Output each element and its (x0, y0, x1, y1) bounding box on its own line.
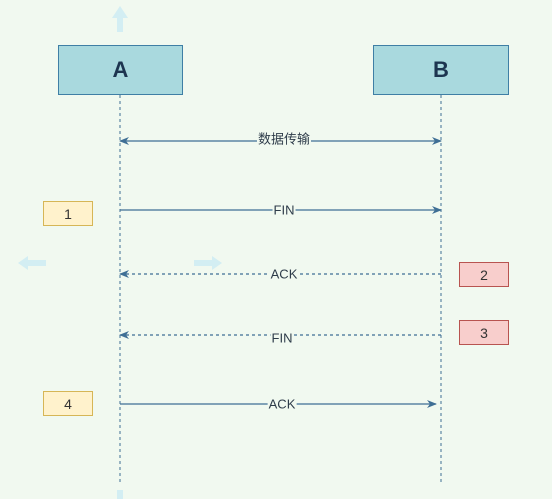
message-label-fin-2: FIN (270, 330, 294, 346)
message-label-ack-1: ACK (269, 266, 299, 282)
step-2-badge: 2 (459, 262, 509, 287)
message-label-fin-1: FIN (272, 202, 296, 218)
actor-b-box: B (373, 45, 509, 95)
faint-arrow-right-icon (194, 256, 222, 270)
message-label-ack-2: ACK (267, 396, 297, 412)
message-label-data-transfer: 数据传输 (256, 131, 312, 147)
faint-arrow-up-icon (112, 6, 128, 32)
step-4-badge: 4 (43, 391, 93, 416)
step-3-badge: 3 (459, 320, 509, 345)
faint-arrow-left-icon (18, 256, 46, 270)
actor-a-box: A (58, 45, 183, 95)
faint-bottom-mark-icon (117, 490, 123, 499)
step-1-badge: 1 (43, 201, 93, 226)
